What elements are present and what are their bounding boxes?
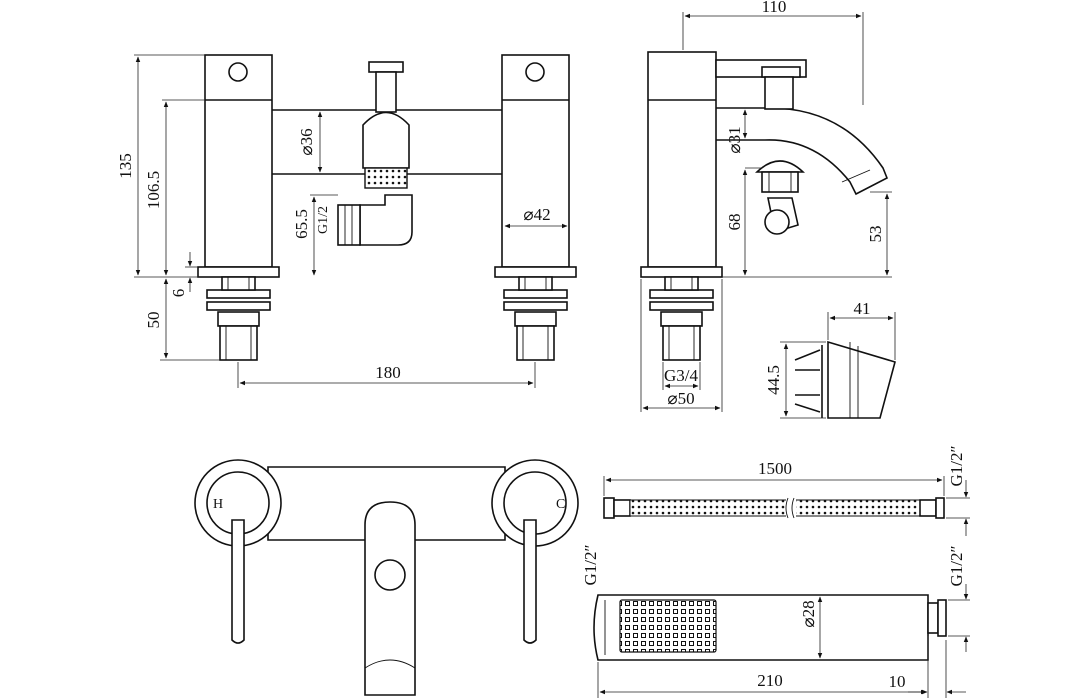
handset-detail: ⌀28 G1/2″ 10 210 (593, 545, 970, 698)
hot-marking: H (213, 497, 223, 512)
dim-front-outlet-height: 65.5 (292, 209, 311, 239)
dim-hose-thread: G1/2″ (947, 445, 966, 486)
dim-front-thread: G1/2 (316, 206, 331, 234)
dim-side-spout-diameter: ⌀31 (725, 126, 744, 153)
dim-front-tail-length: 50 (144, 312, 163, 329)
dim-front-gap: 6 (169, 289, 188, 298)
plan-view: H C G1/2″ (194, 459, 600, 696)
side-view: 110 ⌀31 68 53 G3/4 ⌀50 (640, 0, 892, 412)
dim-holder-width: 41 (854, 299, 871, 318)
cold-marking: C (556, 497, 565, 512)
dim-front-centres: 180 (375, 363, 401, 382)
dim-front-pillar-diameter: ⌀42 (523, 205, 550, 224)
front-view: 135 106.5 6 50 65.5 G1/2 ⌀36 ⌀42 180 (116, 54, 577, 388)
holder-detail: 41 44.5 (764, 299, 896, 419)
dim-front-body-diameter: ⌀36 (297, 128, 316, 155)
dim-hose-length: 1500 (758, 459, 792, 478)
dim-side-depth: 110 (762, 0, 787, 16)
dim-side-base-diameter: ⌀50 (667, 389, 694, 408)
dim-handset-diameter: ⌀28 (799, 600, 818, 627)
dim-handset-connector: 10 (889, 672, 906, 691)
dim-front-height-body: 106.5 (144, 171, 163, 209)
dim-handset-length: 210 (757, 671, 783, 690)
dim-side-holder-height: 68 (725, 214, 744, 231)
dim-plan-thread: G1/2″ (581, 544, 600, 585)
dim-side-spout-height: 53 (866, 226, 885, 243)
dim-side-tail-thread: G3/4 (664, 366, 699, 385)
dim-holder-height: 44.5 (764, 365, 783, 395)
dim-front-height-total: 135 (116, 153, 135, 179)
hose-detail: 1500 G1/2″ (603, 445, 970, 536)
dim-handset-thread: G1/2″ (947, 545, 966, 586)
